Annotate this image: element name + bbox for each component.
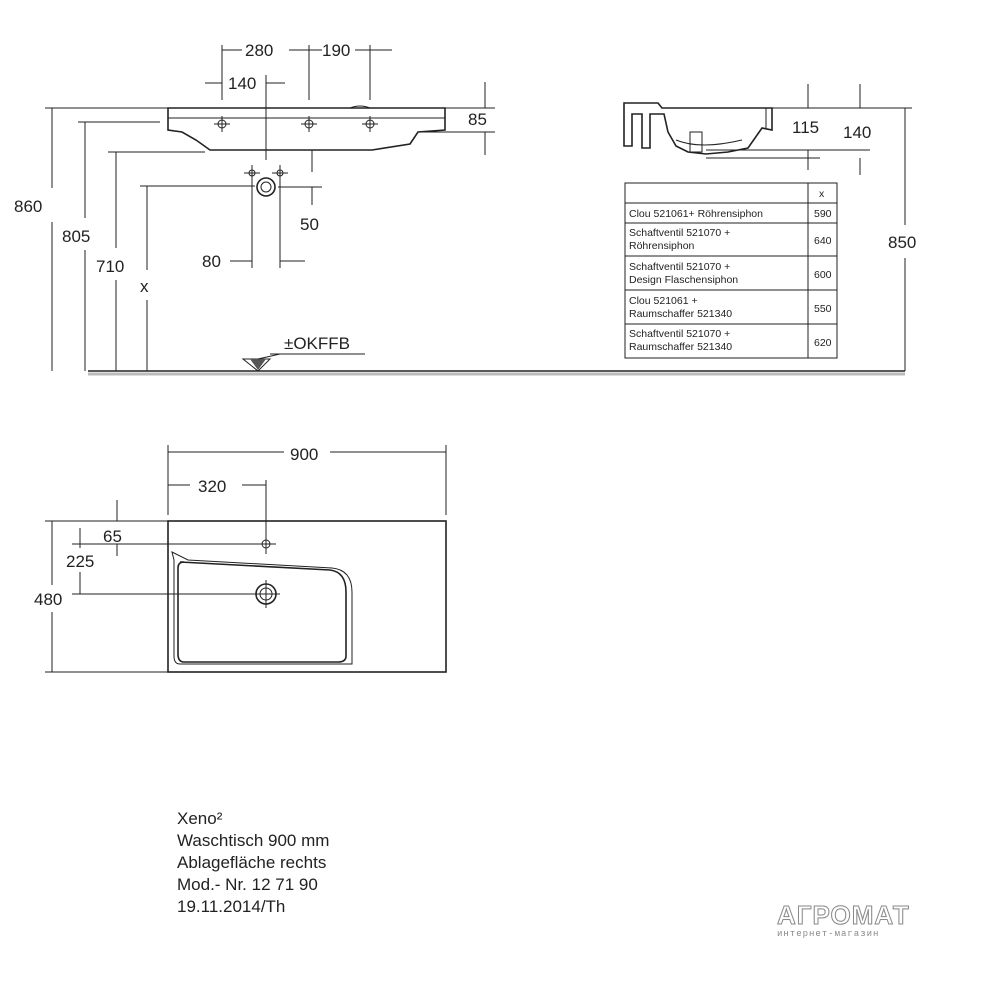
- dim-710: 710: [96, 257, 124, 276]
- table-row-2-line2: Röhrensiphon: [629, 240, 695, 252]
- tap-hole-markers: [214, 116, 378, 132]
- floor-reference-symbol: [241, 353, 365, 372]
- watermark-sub: интернет-магазин: [777, 929, 880, 939]
- basin-side-outline: [167, 107, 446, 151]
- dim-190: 190: [322, 41, 350, 60]
- dim-140-section: 140: [843, 123, 871, 142]
- drain-dimensions: [230, 150, 322, 268]
- table-row-5-line1: Schaftventil 521070 +: [629, 328, 730, 340]
- dim-850: 850: [888, 233, 916, 252]
- watermark-logo: АГРОМАТ интернет-магазин: [777, 900, 910, 940]
- table-row-4-value: 550: [814, 303, 832, 315]
- dim-225: 225: [66, 552, 94, 571]
- dim-85: 85: [468, 110, 487, 129]
- table-row-4-line2: Raumschaffer 521340: [629, 308, 732, 320]
- dim-860: 860: [14, 197, 42, 216]
- bowl-outer-outline: [171, 551, 353, 665]
- table-row-2-line1: Schaftventil 521070 +: [629, 227, 730, 239]
- side-top-dimensions: [205, 45, 392, 160]
- dim-50: 50: [300, 215, 319, 234]
- caption-date: 19.11.2014/Th: [177, 897, 286, 916]
- basin-rim-curve: [349, 105, 371, 109]
- section-bowl-curve: [675, 139, 743, 146]
- drain-connection: [244, 165, 288, 197]
- dim-115: 115: [792, 118, 819, 137]
- top-drain: [252, 580, 280, 608]
- section-outline: [623, 102, 773, 155]
- watermark-main: АГРОМАТ: [777, 900, 910, 931]
- side-view: 280 190 140 85 860 805 710 x: [14, 41, 905, 376]
- table-row-4-line1: Clou 521061 +: [629, 295, 698, 307]
- table-row-1-line1: Clou 521061+ Röhrensiphon: [629, 208, 763, 220]
- table-row-5-value: 620: [814, 337, 832, 349]
- bowl-inner-outline: [177, 561, 347, 663]
- section-view: 115 140 850: [623, 84, 916, 371]
- dim-65: 65: [103, 527, 122, 546]
- side-height-dimensions: [45, 107, 255, 371]
- caption-model-number: Mod.- Nr. 12 71 90: [177, 875, 318, 894]
- dim-480: 480: [34, 590, 62, 609]
- section-dimensions: [706, 84, 912, 371]
- dim-805: 805: [62, 227, 90, 246]
- dim-140: 140: [228, 74, 256, 93]
- drawing-caption: Xeno² Waschtisch 900 mm Ablagefläche rec…: [177, 808, 329, 918]
- top-tap-hole: [256, 534, 276, 554]
- basin-top-outline: [167, 520, 447, 673]
- dim-x: x: [140, 277, 149, 296]
- table-header-x: x: [819, 188, 825, 200]
- table-row-3-value: 600: [814, 269, 832, 281]
- top-dimensions: [45, 445, 447, 673]
- table-frame: [624, 182, 838, 359]
- table-row-3-line1: Schaftventil 521070 +: [629, 261, 730, 273]
- caption-variant: Ablagefläche rechts: [177, 853, 327, 872]
- dim-280: 280: [245, 41, 273, 60]
- table-row-3-line2: Design Flaschensiphon: [629, 274, 738, 286]
- table-row-2-value: 640: [814, 235, 832, 247]
- caption-product-type: Waschtisch 900 mm: [177, 831, 330, 850]
- top-view: 900 320 65 225 480: [34, 445, 447, 673]
- table-row-5-line2: Raumschaffer 521340: [629, 341, 732, 353]
- section-drain: [689, 131, 703, 153]
- table-row-1-value: 590: [814, 208, 832, 220]
- floor-label: ±OKFFB: [284, 334, 350, 353]
- dim-900: 900: [290, 445, 318, 464]
- siphon-table: x Clou 521061+ Röhrensiphon 590 Schaftve…: [624, 182, 838, 359]
- caption-product-name: Xeno²: [177, 809, 223, 828]
- dim-85-lines: [420, 82, 495, 155]
- dim-80: 80: [202, 252, 221, 271]
- dim-320: 320: [198, 477, 226, 496]
